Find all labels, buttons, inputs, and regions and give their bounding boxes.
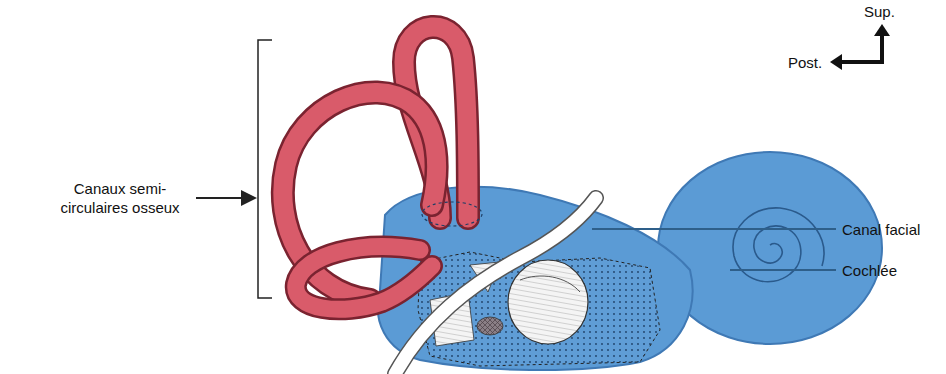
- part-label: Cochlée: [842, 261, 897, 280]
- direction-label: Sup.: [864, 2, 895, 21]
- part-label: Canal facial: [842, 220, 920, 239]
- part-label: Canaux semi-circulaires osseux: [50, 179, 190, 217]
- direction-label: Post.: [788, 53, 822, 72]
